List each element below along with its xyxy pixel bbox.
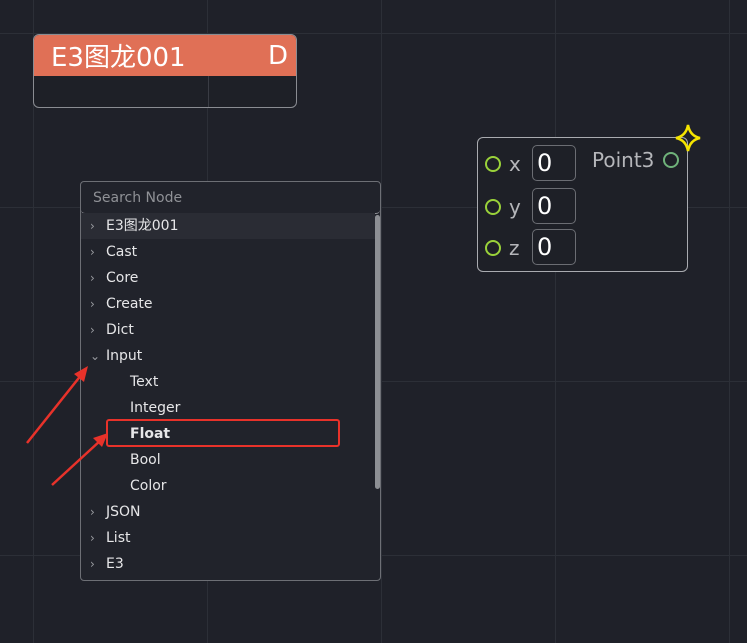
node-search-menu: Search Node ›E3图龙001 ›Cast ›Core ›Create… [80,181,381,581]
node-e3-header[interactable]: E3图龙001 D [34,35,296,76]
node-e3[interactable]: E3图龙001 D [33,34,297,108]
menu-item[interactable]: Bool [130,452,161,468]
input-port-z[interactable] [485,240,501,256]
menu-item[interactable]: ›Core [81,265,375,291]
menu-item-input[interactable]: ⌄Input [81,343,375,369]
menu-item[interactable]: ›E3图龙001 [81,213,375,239]
menu-item[interactable]: ›Dict [81,317,375,343]
input-port-y[interactable] [485,199,501,215]
node-title: Point3 [592,148,655,172]
divider [208,76,209,107]
highlight-box [106,419,340,447]
node-e3-body [34,76,296,107]
node-point3[interactable]: x 0 y 0 z 0 Point3 [477,137,688,272]
node-title: E3图龙001 [51,43,186,73]
menu-item[interactable]: Text [130,374,159,390]
menu-item[interactable]: Integer [130,400,181,416]
search-input[interactable]: Search Node [81,182,380,214]
chevron-right-icon: › [90,557,95,571]
scrollbar[interactable] [375,215,380,489]
input-z-field[interactable]: 0 [532,229,576,265]
output-port[interactable] [663,152,679,168]
input-x-field[interactable]: 0 [532,145,576,181]
chevron-right-icon: › [90,219,95,233]
menu-item-float[interactable]: Float [130,426,171,442]
menu-item[interactable]: ›List [81,525,375,551]
chevron-right-icon: › [90,297,95,311]
chevron-right-icon: › [90,323,95,337]
input-y-field[interactable]: 0 [532,188,576,224]
input-label-z: z [509,236,520,260]
menu-item[interactable]: ›Create [81,291,375,317]
arrow-line [26,373,83,444]
chevron-down-icon: ⌄ [90,349,101,363]
menu-item[interactable]: Color [130,478,167,494]
node-badge: D [267,40,288,71]
menu-item[interactable]: ›Cast [81,239,375,265]
chevron-right-icon: › [90,531,95,545]
chevron-right-icon: › [90,505,95,519]
input-label-y: y [509,195,521,219]
menu-item[interactable]: ›JSON [81,499,375,525]
input-label-x: x [509,152,521,176]
input-port-x[interactable] [485,156,501,172]
chevron-right-icon: › [90,271,95,285]
chevron-right-icon: › [90,245,95,259]
menu-item[interactable]: ›E3 [81,551,375,577]
